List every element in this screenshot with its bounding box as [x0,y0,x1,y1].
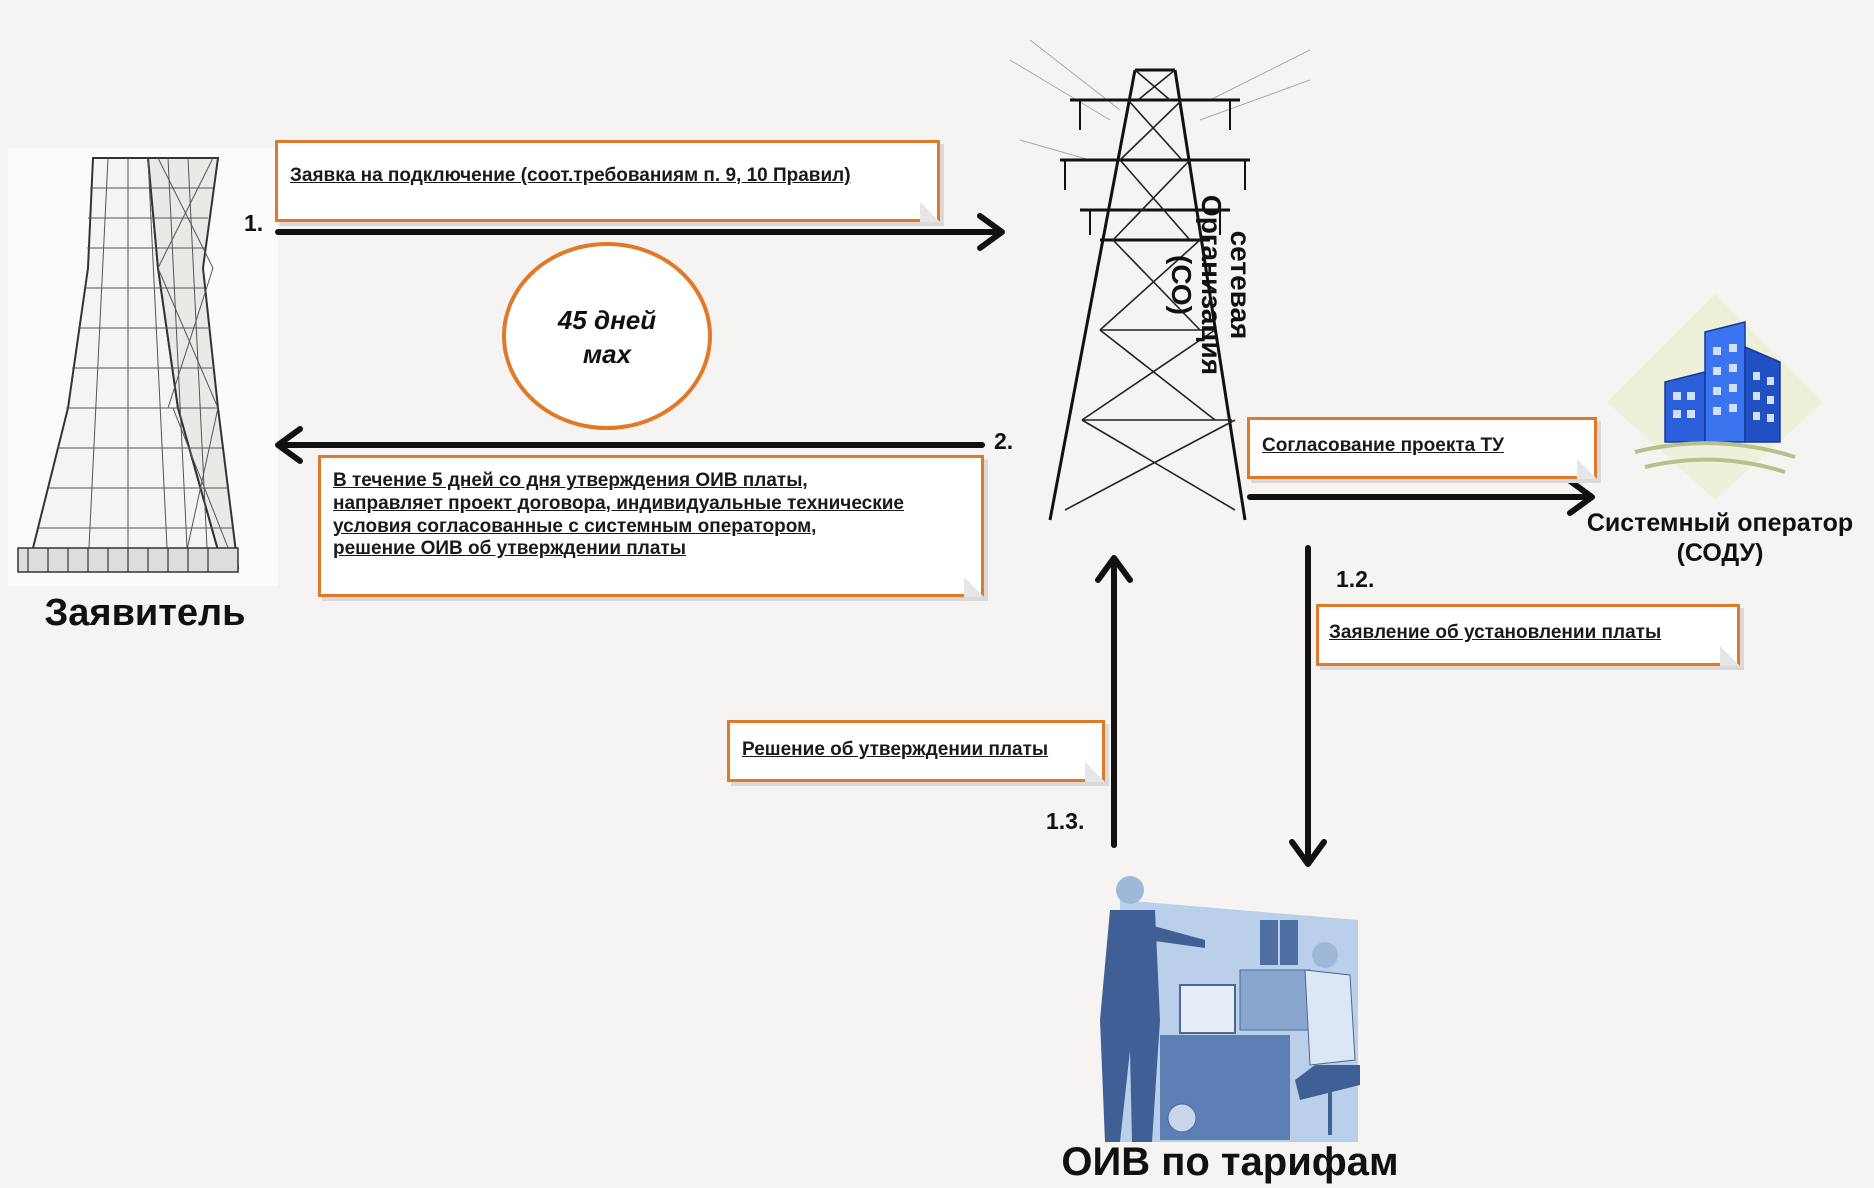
system-operator-line2: (СОДУ) [1676,539,1764,567]
network-org-label: сетевая Организация (СО) [1166,185,1256,385]
note-fee-decision-text: Решение об утверждении платы [742,739,1049,760]
note-fee-application-text: Заявление об установлении платы [1329,622,1662,643]
step-1-3-number: 1.3. [1046,808,1085,834]
note-contract-line3: условия согласованные с системным операт… [333,515,817,537]
system-operator-label: Системный оператор (СОДУ) [1575,508,1865,568]
note-application: Заявка на подключение (соот.требованиям … [275,140,940,222]
note-contract-line1: В течение 5 дней со дня утверждения ОИВ … [333,470,808,491]
note-application-text: Заявка на подключение (соот.требованиям … [290,165,851,186]
office-workers-icon [1060,870,1360,1150]
cooling-tower-icon [8,148,278,586]
note-contract-line4: решение ОИВ об утверждении платы [333,538,686,560]
deadline-line1: 45 дней [557,305,657,335]
step-1-2-number: 1.2. [1336,566,1375,592]
deadline-line2: мах [582,338,632,369]
deadline-badge: 45 дней мах [502,242,712,430]
network-org-line3: (СО) [1166,255,1198,315]
applicant-label: Заявитель [44,592,246,634]
note-contract-draft: В течение 5 дней со дня утверждения ОИВ … [318,455,984,597]
tariff-body-label: ОИВ по тарифам [1061,1140,1399,1184]
note-fee-application: Заявление об установлении платы [1316,604,1740,666]
network-org-line1: сетевая [1225,230,1256,340]
step-1-number: 1. [244,210,264,236]
power-pylon-icon [1010,40,1310,530]
system-operator-line1: Системный оператор [1586,509,1854,537]
network-org-line2: Организация [1195,194,1227,376]
note-tu-approval: Согласование проекта ТУ [1247,417,1597,479]
note-fee-decision: Решение об утверждении платы [727,720,1105,782]
step-2-number: 2. [994,428,1014,454]
note-tu-approval-text: Согласование проекта ТУ [1262,435,1504,456]
office-buildings-icon [1605,292,1825,502]
note-contract-line2: направляет проект договора, индивидуальн… [333,492,904,514]
